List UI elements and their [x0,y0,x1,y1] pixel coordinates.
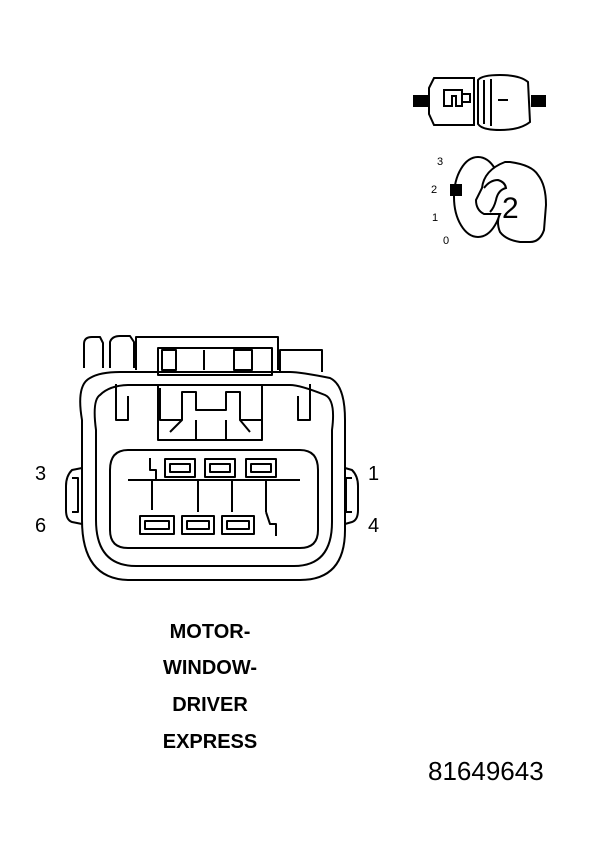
scale-mark-3: 3 [437,156,444,168]
title-line-4: EXPRESS [162,731,258,753]
key-number: 2 [502,192,519,225]
title-line-3: DRIVER [172,694,248,716]
pin-label-bottom-left: 6 [35,515,47,537]
pin-label-top-left: 3 [35,463,47,485]
scale-mark-2: 2 [431,184,438,196]
scale-mark-0: 0 [443,235,450,247]
scale-mark-1: 1 [432,212,439,224]
title-line-1: MOTOR- [169,621,251,643]
part-number: 81649643 [428,756,544,786]
title-line-2: WINDOW- [162,657,257,679]
pin-label-top-right: 1 [368,463,380,485]
pin-label-bottom-right: 4 [368,515,380,537]
